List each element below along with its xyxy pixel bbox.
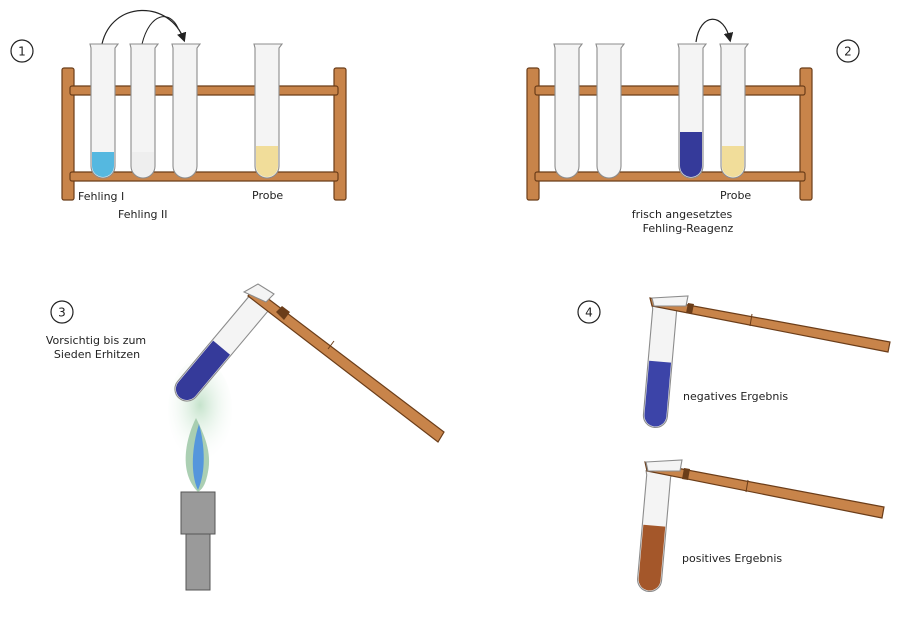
sample-liquid <box>722 146 744 177</box>
heated-reagent-liquid <box>175 340 231 400</box>
test-tube-holder <box>649 295 891 353</box>
transfer-arrow-secondary <box>141 16 179 45</box>
test-tube-holder <box>242 283 445 443</box>
label-negative-result: negatives Ergebnis <box>683 390 788 403</box>
negative-tube <box>642 304 682 428</box>
tube-fehling-two <box>129 43 160 179</box>
heating-instruction-line1: Vorsichtig bis zum <box>46 334 146 347</box>
reagent-liquid <box>680 132 702 177</box>
label-sample: Probe <box>720 189 751 202</box>
step-1-badge <box>10 39 34 63</box>
positive-result: positives Ergebnis <box>637 459 885 593</box>
positive-liquid <box>638 524 666 591</box>
test-tube-holder <box>644 459 885 519</box>
positive-tube <box>637 470 676 593</box>
step-4-badge <box>577 300 601 324</box>
bunsen-burner <box>180 491 216 591</box>
label-fehling-two: Fehling II <box>118 208 168 221</box>
tube-empty-1 <box>553 43 584 179</box>
step-2: 2 Probe frisch angesetztes Fehling-Reage… <box>526 18 860 235</box>
step-4-number: 4 <box>585 306 593 320</box>
negative-liquid <box>644 360 672 427</box>
tube-empty <box>171 43 202 179</box>
transfer-arrow <box>101 9 187 45</box>
tube-empty-2 <box>595 43 626 179</box>
step-1-number: 1 <box>18 45 26 59</box>
step-3-number: 3 <box>58 306 66 320</box>
tube-sample <box>253 43 284 179</box>
label-reagent-line2: Fehling-Reagenz <box>643 222 734 235</box>
heated-tube <box>174 289 276 402</box>
heating-instruction-line2: Sieden Erhitzen <box>54 348 140 361</box>
label-positive-result: positives Ergebnis <box>682 552 782 565</box>
tube-fehling-one <box>89 43 120 179</box>
step-2-badge <box>836 39 860 63</box>
transfer-arrow <box>695 18 734 43</box>
label-reagent-line1: frisch angesetztes <box>632 208 733 221</box>
label-sample: Probe <box>252 189 283 202</box>
step-1: 1 Fehling I Fehling II Probe <box>10 9 347 221</box>
label-fehling-one: Fehling I <box>78 190 124 203</box>
fehling-one-liquid <box>92 152 114 177</box>
fehling-two-liquid <box>132 152 154 177</box>
flame <box>185 418 210 492</box>
step-4: 4 negatives Ergebnis <box>577 295 891 593</box>
step-2-number: 2 <box>844 45 852 59</box>
negative-result: negatives Ergebnis <box>642 295 891 428</box>
sample-liquid <box>256 146 278 177</box>
tube-sample <box>719 43 750 179</box>
step-3-badge <box>50 300 74 324</box>
step-3: 3 Vorsichtig bis zum Sieden Erhitzen <box>46 283 445 591</box>
tube-reagent <box>677 43 708 179</box>
